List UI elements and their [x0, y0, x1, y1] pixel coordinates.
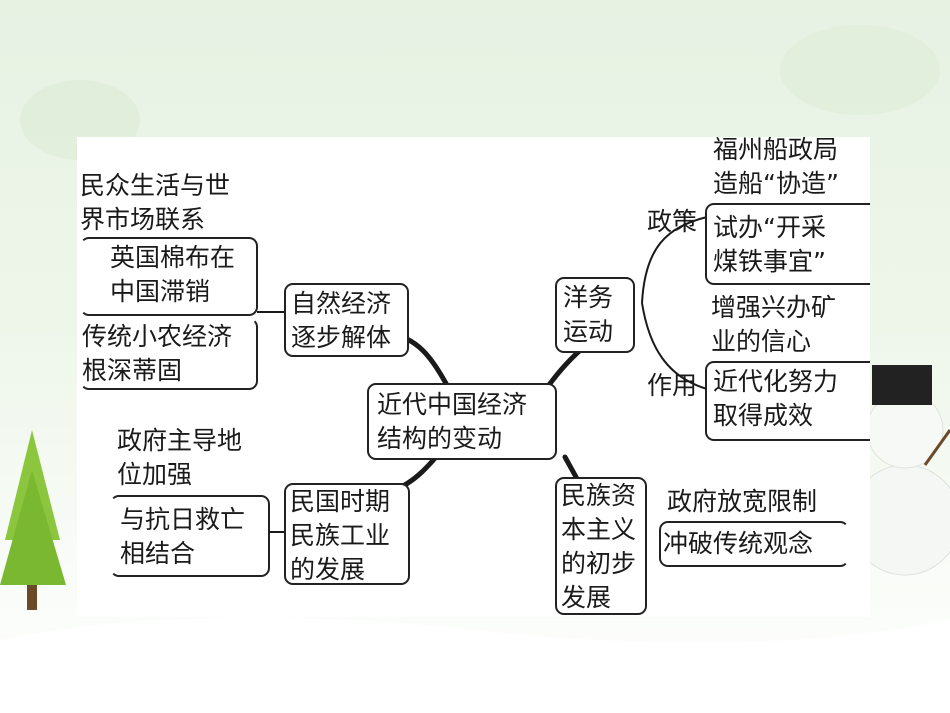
effect-modernization: 近代化努力 取得成效	[705, 361, 870, 441]
tree-icon	[0, 430, 66, 610]
center-node: 近代中国经济 结构的变动	[367, 383, 557, 460]
branch-break-tradition: 冲破传统观念	[659, 521, 849, 567]
heading-people-life: 民众生活与世 界市场联系	[80, 171, 231, 234]
branch-relax-restrictions: 政府放宽限制	[667, 487, 818, 516]
node-republic-industry: 民国时期 民族工业 的发展	[284, 483, 410, 585]
policy-fuzhou-shipyard: 福州船政局 造船“协造”	[713, 137, 839, 198]
effect-mining-confidence: 增强兴办矿 业的信心	[711, 293, 837, 356]
heading-government-role: 政府主导地 位加强	[117, 426, 243, 489]
snowman-icon	[849, 365, 950, 576]
node-self-strengthening: 洋务 运动	[555, 277, 635, 353]
node-natural-economy: 自然经济 逐步解体	[284, 283, 409, 357]
branch-small-peasant: 传统小农经济 根深蒂固	[80, 318, 258, 390]
policy-trial-mining: 试办“开采 煤铁事宜”	[705, 203, 870, 285]
label-policy: 政策	[647, 207, 698, 236]
label-effect: 作用	[647, 371, 698, 400]
mindmap-panel: 民众生活与世 界市场联系 英国棉布在 中国滞销 传统小农经济 根深蒂固 自然经济…	[77, 137, 870, 617]
branch-british-cloth: 英国棉布在 中国滞销	[80, 237, 258, 316]
node-national-capitalism: 民族资 本主义 的初步 发展	[555, 477, 647, 615]
branch-anti-japan: 与抗日救亡 相结合	[110, 495, 270, 577]
